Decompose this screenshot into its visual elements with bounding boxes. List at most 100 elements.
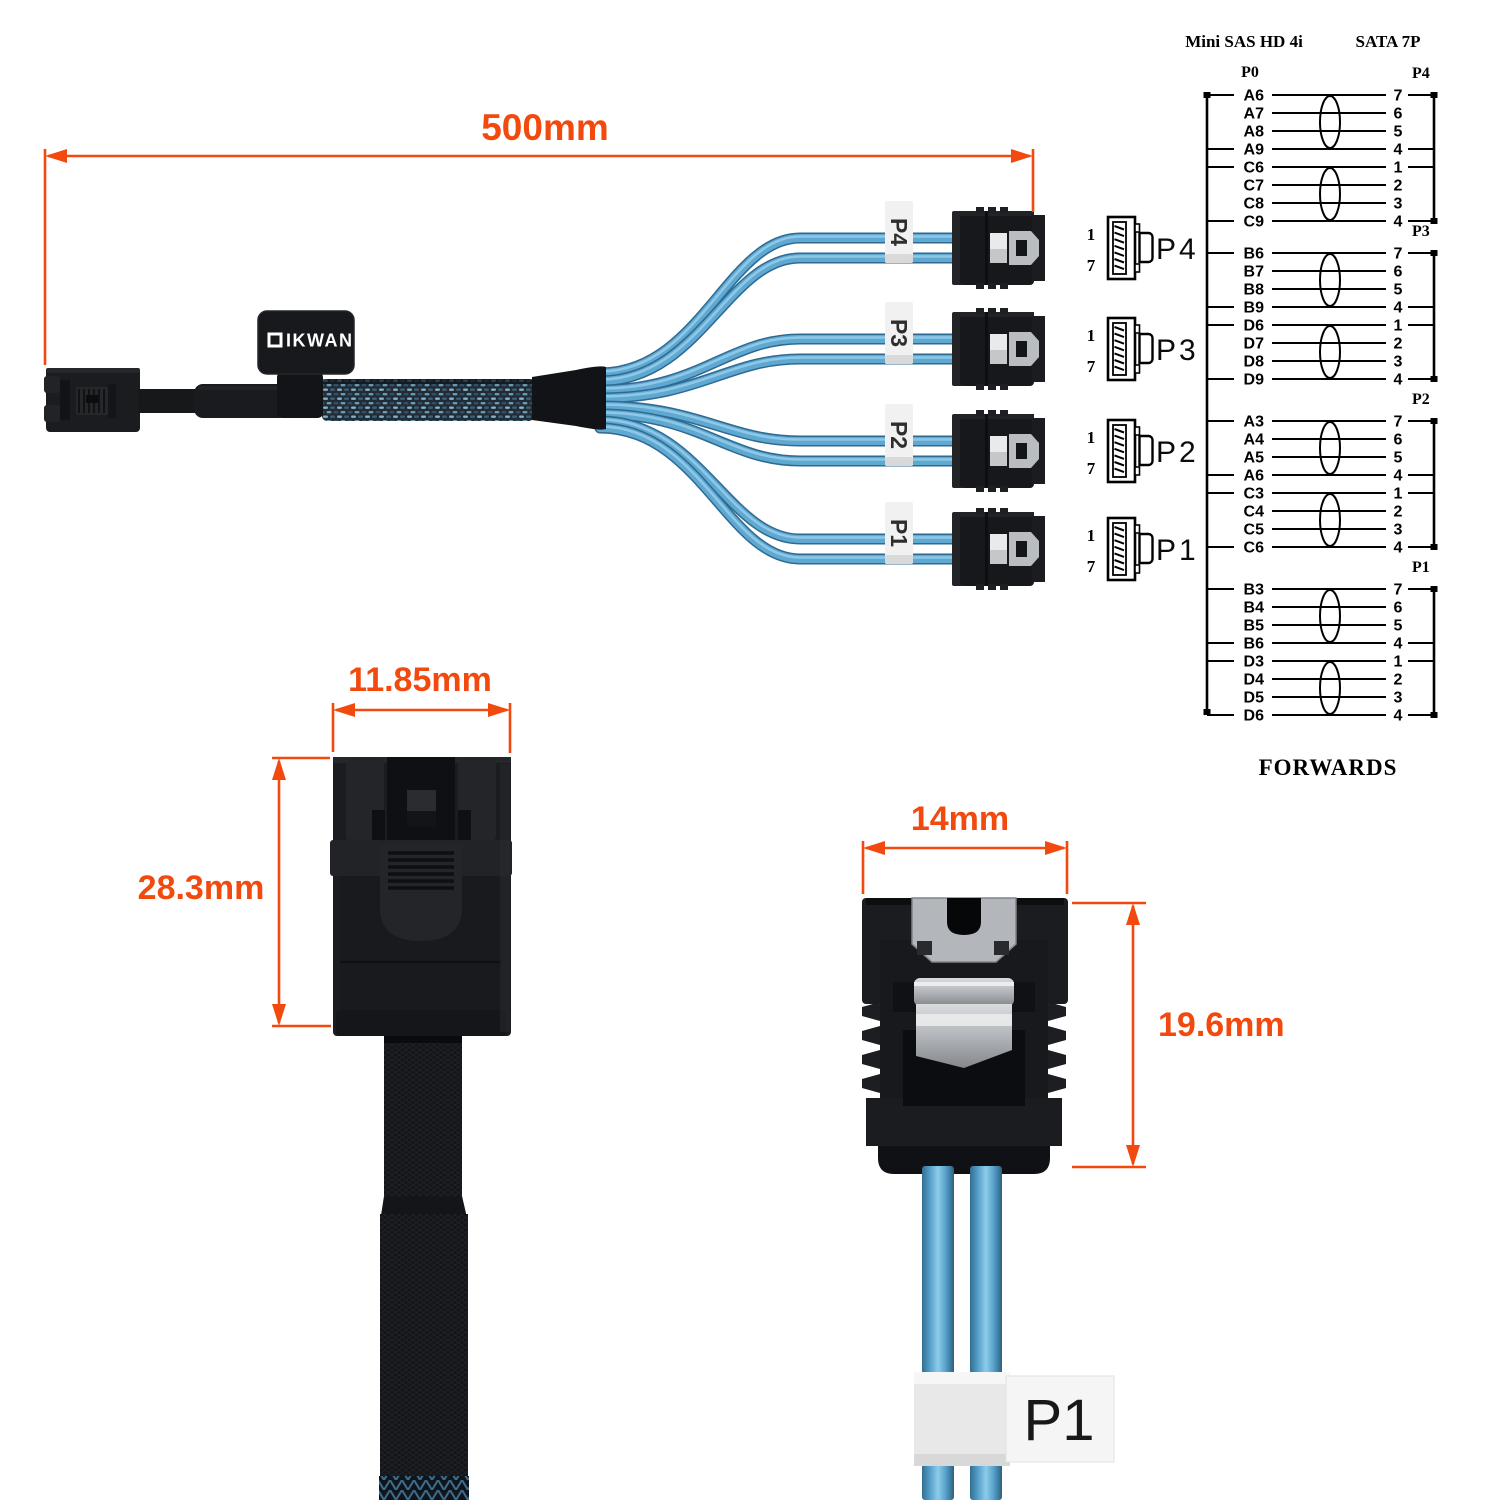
sata-pin-label: 6 [1394,264,1403,281]
dimension-cable-length: 500mm [43,107,1035,365]
sata-7p-icon [1106,316,1154,382]
braided-sleeve [322,379,534,421]
minisas-connector-photo [44,368,140,432]
minisas-height-value: 28.3mm [138,869,265,907]
sas-pin-label: A3 [1244,414,1265,431]
minisas-cable [379,1036,469,1500]
sas-pin-label: D6 [1244,318,1265,335]
icon-pin-last: 7 [1087,256,1096,275]
sata-pin-label: 4 [1394,636,1403,653]
sata-pin-label: 4 [1394,540,1403,557]
dimension-sata-height: 19.6mm [1072,901,1285,1169]
sata-pin-label: 4 [1394,300,1403,317]
sata-pin-label: 3 [1394,196,1403,213]
icon-pin-last: 7 [1087,557,1096,576]
sata-7p-icon [1106,516,1154,582]
sas-pin-label: A9 [1244,142,1265,159]
closeup-port-label: P1 [1024,1388,1095,1453]
twisted-pair-symbol [1319,253,1341,307]
sata-pin-label: 2 [1394,672,1403,689]
brand-tag: IKWAN [257,310,355,418]
sata-pin-label: 5 [1394,450,1403,467]
sata-pin-label: 4 [1394,372,1403,389]
sata-pin-label: 7 [1394,246,1403,263]
sas-pin-label: D6 [1244,708,1265,725]
sata-pin-label: 2 [1394,504,1403,521]
sata-pin-label: 3 [1394,690,1403,707]
dimension-minisas-height: 28.3mm [138,756,331,1028]
sas-pin-label: B6 [1244,246,1265,263]
sata-width-value: 14mm [911,800,1009,838]
sas-pin-label: C9 [1244,214,1265,231]
latch-grip [380,845,462,941]
sata-pin-label: 5 [1394,618,1403,635]
sata-pin-label: 1 [1394,160,1403,177]
twisted-pair-symbol [1319,493,1341,547]
sas-pin-label: D4 [1244,672,1265,689]
twisted-pair-symbol [1319,325,1341,379]
dimension-annotations: 500mm 11.85mm 28.3mm 14mm [43,107,1285,1169]
sas-pin-label: B9 [1244,300,1265,317]
sas-pin-label: C6 [1244,160,1265,177]
sas-pin-label: B7 [1244,264,1265,281]
port-name: P2 [1156,436,1199,469]
icon-pin-first: 1 [1087,526,1096,545]
cable-port-tag: P3 [885,302,913,364]
sas-pin-label: C3 [1244,486,1265,503]
icon-pin-first: 1 [1087,326,1096,345]
dimension-sata-width: 14mm [861,800,1069,894]
pinout-footer: FORWARDS [1259,755,1398,780]
sata-pin-label: 3 [1394,354,1403,371]
sas-pin-label: C8 [1244,196,1265,213]
cable-port-tag-label: P2 [886,421,912,449]
sas-pin-label: C5 [1244,522,1265,539]
port-name: P1 [1156,534,1199,567]
cable-port-tag-label: P3 [886,319,912,347]
icon-pin-first: 1 [1087,428,1096,447]
sata-pin-label: 1 [1394,654,1403,671]
pinout-port-label: P4 [1412,65,1430,82]
sas-pin-label: A7 [1244,106,1265,123]
sas-pin-label: D5 [1244,690,1265,707]
pinout-title-right: SATA 7P [1355,32,1420,51]
port-name: P4 [1156,233,1199,266]
sata-pin-label: 7 [1394,582,1403,599]
sata-pin-label: 1 [1394,318,1403,335]
sas-pin-label: D8 [1244,354,1265,371]
twisted-pair-symbol [1319,589,1341,643]
sata-connector-photo [952,308,1045,390]
minisas-width-value: 11.85mm [348,661,492,699]
icon-pin-last: 7 [1087,459,1096,478]
twisted-pair-symbol [1319,167,1341,221]
sas-pin-label: A6 [1244,88,1265,105]
port-name: P3 [1156,334,1199,367]
brand-label: IKWAN [286,331,354,351]
sas-pin-label: D3 [1244,654,1265,671]
twisted-pair-symbol [1319,95,1341,149]
closeup-port-tag: P1 [914,1372,1115,1466]
sata-pin-label: 4 [1394,142,1403,159]
cable-port-tag: P4 [885,201,913,263]
sas-pin-label: A5 [1244,450,1265,467]
sas-pin-label: C7 [1244,178,1265,195]
icon-pin-first: 1 [1087,225,1096,244]
sas-pin-label: C4 [1244,504,1265,521]
sata-pin-label: 7 [1394,88,1403,105]
brand-logo: IKWAN [267,331,354,351]
cable-port-tag-label: P1 [886,519,912,547]
sata-pin-label: 4 [1394,708,1403,725]
pinout-port-label: P3 [1412,223,1430,240]
sas-pin-label: A8 [1244,124,1265,141]
pinout-title-left: Mini SAS HD 4i [1185,32,1303,51]
sata-closeup: P1 [862,897,1115,1500]
sas-pin-label: A6 [1244,468,1265,485]
dimension-minisas-width: 11.85mm [331,661,512,753]
sata-7p-icon [1106,215,1154,281]
sas-pin-label: B6 [1244,636,1265,653]
sata-connector-photo [952,410,1045,492]
